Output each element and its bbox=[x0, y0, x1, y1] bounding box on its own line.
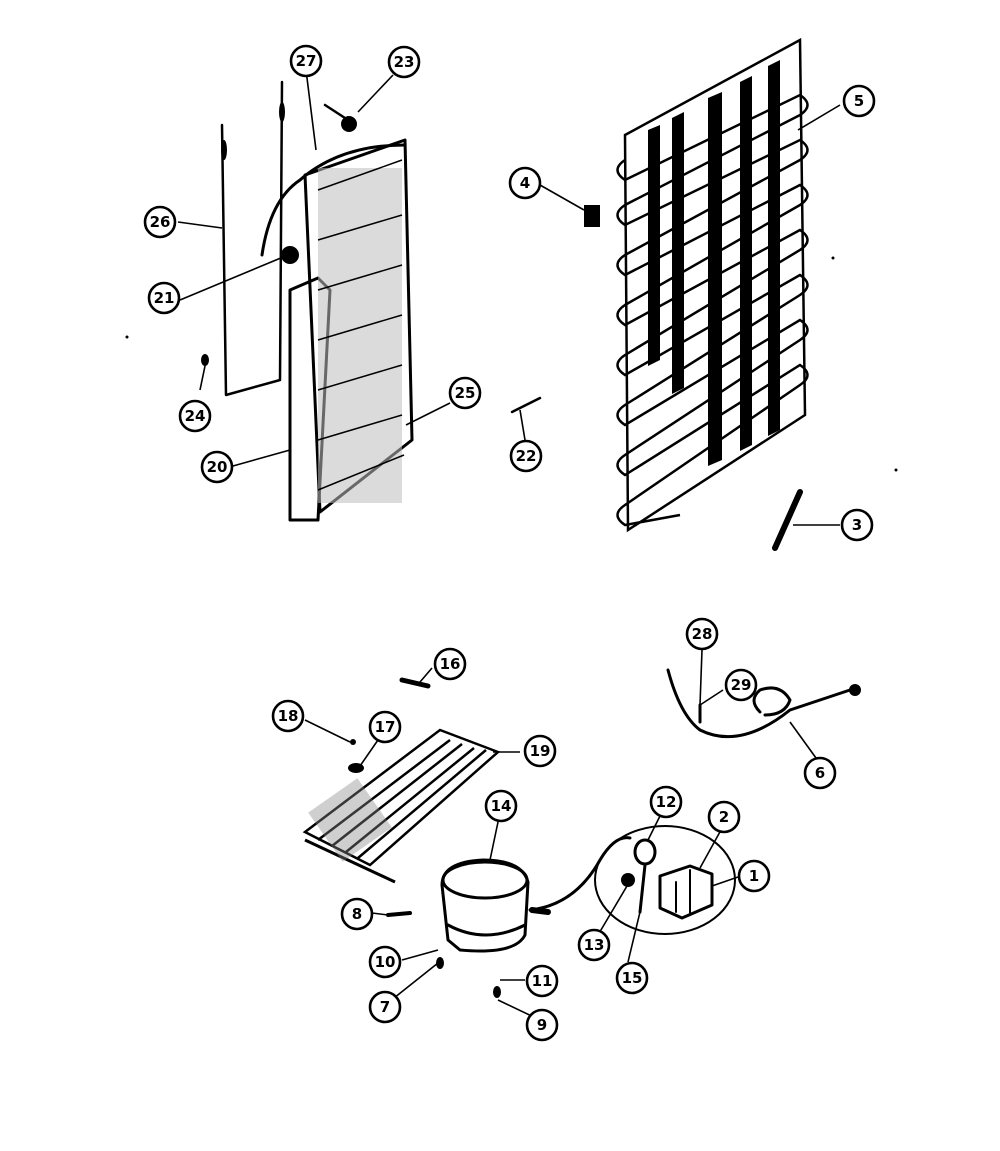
callout-29-label: 29 bbox=[731, 676, 752, 694]
callout-4-label: 4 bbox=[520, 174, 530, 192]
condenser-frame bbox=[623, 37, 807, 533]
callout-19: 19 bbox=[523, 734, 557, 768]
callout-21-label: 21 bbox=[154, 289, 175, 307]
callout-17-label: 17 bbox=[375, 718, 396, 736]
electrical-group-outline bbox=[594, 825, 736, 935]
evaporator-side-tube bbox=[260, 178, 302, 257]
condenser-serpentine bbox=[616, 93, 809, 527]
callout-16-label: 16 bbox=[440, 655, 461, 673]
lower-assembly bbox=[302, 668, 861, 998]
drain-nut-tail bbox=[323, 103, 347, 120]
callout-20-label: 20 bbox=[207, 458, 228, 476]
callout-1: 1 bbox=[737, 859, 771, 893]
grommet bbox=[281, 246, 299, 264]
callout-11: 11 bbox=[525, 964, 559, 998]
callout-1-label: 1 bbox=[749, 867, 759, 885]
callout-3-label: 3 bbox=[852, 516, 862, 534]
callout-11-label: 11 bbox=[532, 972, 553, 990]
callout-27: 27 bbox=[289, 44, 323, 78]
condenser-assembly bbox=[584, 37, 809, 551]
callout-3: 3 bbox=[840, 508, 874, 542]
callout-16: 16 bbox=[433, 647, 467, 681]
callout-25: 25 bbox=[448, 376, 482, 410]
overload-protector bbox=[633, 838, 657, 866]
callout-4: 4 bbox=[508, 166, 542, 200]
callout-5-label: 5 bbox=[854, 92, 864, 110]
callout-8-label: 8 bbox=[352, 905, 362, 923]
callout-10-label: 10 bbox=[375, 953, 396, 971]
evaporator-coils bbox=[317, 159, 405, 491]
discharge-line bbox=[528, 836, 632, 912]
callout-14: 14 bbox=[484, 789, 518, 823]
sensor-bulb bbox=[279, 102, 285, 122]
start-relay-detail bbox=[675, 869, 691, 916]
callout-13-label: 13 bbox=[584, 936, 605, 954]
callout-25-label: 25 bbox=[455, 384, 476, 402]
discharge-line-end bbox=[529, 907, 551, 915]
callout-23: 23 bbox=[387, 45, 421, 79]
callout-22: 22 bbox=[509, 439, 543, 473]
callouts: 27 23 26 21 24 25 20 22 4 5 3 16 18 17 1… bbox=[143, 44, 876, 1042]
callout-7-label: 7 bbox=[380, 998, 390, 1016]
callout-29: 29 bbox=[724, 668, 758, 702]
callout-20: 20 bbox=[200, 450, 234, 484]
callout-2: 2 bbox=[707, 800, 741, 834]
callout-10: 10 bbox=[368, 945, 402, 979]
grommet-8 bbox=[386, 911, 412, 917]
callout-27-label: 27 bbox=[296, 52, 317, 70]
power-cord bbox=[666, 668, 861, 739]
mount-sleeve bbox=[493, 986, 501, 998]
callout-28: 28 bbox=[685, 617, 719, 651]
callout-2-label: 2 bbox=[719, 808, 729, 826]
screw bbox=[510, 396, 542, 414]
overload-terminal bbox=[638, 863, 647, 914]
evaporator-panel bbox=[303, 138, 414, 514]
callout-12: 12 bbox=[649, 785, 683, 819]
callout-9-label: 9 bbox=[537, 1016, 547, 1034]
callout-15: 15 bbox=[615, 961, 649, 995]
callout-26-label: 26 bbox=[150, 213, 171, 231]
clip bbox=[201, 354, 209, 366]
callout-14-label: 14 bbox=[491, 797, 512, 815]
leader-lines bbox=[177, 69, 841, 1021]
start-relay bbox=[658, 864, 714, 920]
evaporator-top-tube bbox=[298, 143, 407, 182]
mount-bolt bbox=[436, 957, 444, 969]
bolt bbox=[399, 677, 431, 689]
condenser-fins bbox=[648, 60, 780, 466]
filter-drier bbox=[772, 489, 803, 551]
callout-21: 21 bbox=[147, 281, 181, 315]
callout-22-label: 22 bbox=[516, 447, 537, 465]
callout-26: 26 bbox=[143, 205, 177, 239]
sensor-wire bbox=[220, 80, 284, 397]
callout-23-label: 23 bbox=[394, 53, 415, 71]
tray-shading bbox=[308, 778, 392, 862]
callout-7: 7 bbox=[368, 990, 402, 1024]
compressor bbox=[440, 858, 530, 953]
sensor-bulb-2 bbox=[221, 140, 227, 160]
callout-5: 5 bbox=[842, 84, 876, 118]
callout-28-label: 28 bbox=[692, 625, 713, 643]
callout-12-label: 12 bbox=[656, 793, 677, 811]
condenser-bracket bbox=[584, 205, 600, 227]
scan-specks bbox=[125, 256, 898, 472]
spacer bbox=[350, 739, 356, 745]
callout-6-label: 6 bbox=[815, 764, 825, 782]
drain-nut bbox=[341, 116, 357, 132]
evaporator-assembly bbox=[201, 80, 542, 522]
callout-24-label: 24 bbox=[185, 407, 206, 425]
callout-17: 17 bbox=[368, 710, 402, 744]
callout-19-label: 19 bbox=[530, 742, 551, 760]
callout-13: 13 bbox=[577, 928, 611, 962]
callout-24: 24 bbox=[178, 399, 212, 433]
callout-8: 8 bbox=[340, 897, 374, 931]
callout-9: 9 bbox=[525, 1008, 559, 1042]
callout-18-label: 18 bbox=[278, 707, 299, 725]
callout-6: 6 bbox=[803, 756, 837, 790]
overload-clip bbox=[621, 873, 635, 887]
callout-18: 18 bbox=[271, 699, 305, 733]
plug bbox=[849, 684, 861, 696]
callout-15-label: 15 bbox=[622, 969, 643, 987]
